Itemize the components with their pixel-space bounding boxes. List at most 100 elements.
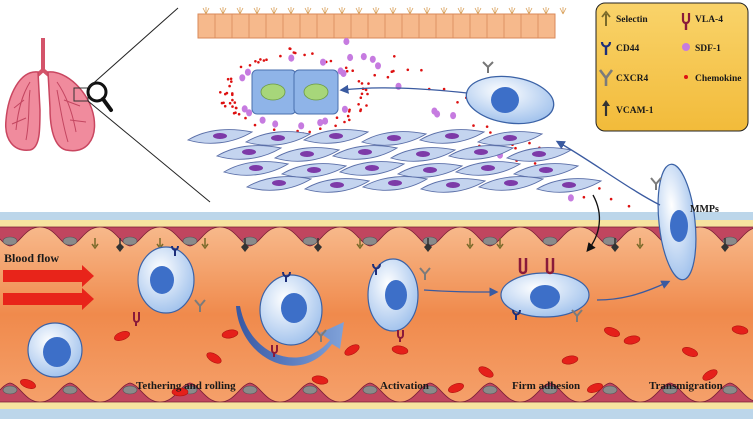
fibroblast-nucleus [365,165,379,171]
epithelial-band [197,13,556,39]
legend-label-chemokine: Chemokine [695,74,741,84]
chemokine-dot [367,82,370,85]
cilia [287,7,295,15]
endothelial-nucleus [2,236,18,246]
chemokine-dot [231,98,234,102]
cilia [372,7,380,15]
chemokine-dot [442,87,446,91]
chemokine-dot [228,101,232,105]
chemokine-dot [485,125,489,128]
sdf1-dot [322,117,329,125]
cilia [236,7,244,15]
vcam1-icon [241,243,249,252]
chemokine-dot [393,55,396,58]
selectin-icon [601,10,611,26]
chemokine-dot [259,58,262,61]
fibroblast-layer [186,129,603,193]
endothelial-nucleus [542,385,558,395]
cilia [508,7,516,15]
endothelial-nucleus [722,236,738,246]
fibroblast-nucleus [329,133,343,139]
endothelial-nucleus [62,385,78,395]
cilia [559,7,567,15]
endothelial-nucleus [482,236,498,246]
selectin-icon [201,238,209,250]
cilia [440,7,448,15]
cilia [406,7,414,15]
sdf1-dot [360,53,367,61]
red-blood-cell [206,352,222,364]
rolling-stem-cell [236,271,344,366]
red-blood-cell [448,383,464,393]
chemokine-dot [357,80,361,83]
chemokine-dot [348,108,351,112]
fibroblast-nucleus [446,182,460,188]
fibroblast-nucleus [503,135,517,141]
endothelial-cell [519,226,581,247]
chemokine-dot [489,131,492,134]
chemokine-dot [231,105,234,108]
chemokine-dot [528,141,531,145]
mmps-label: MMPs [690,204,719,215]
vcam1-icon [116,243,124,252]
red-blood-cell [702,369,718,381]
cilia [219,7,227,15]
chemokine-dot [533,162,537,165]
vcam1-icon [602,100,610,116]
vcam1-icon [314,243,322,252]
red-blood-cell [587,383,603,393]
tethering-label: Tethering and rolling [136,380,236,392]
fibroblast-nucleus [481,165,495,171]
chemokine-dot [231,93,234,97]
chemokine-dot [359,108,363,111]
fibroblast-nucleus [474,149,488,155]
endothelial-nucleus [422,236,438,246]
chemokine-dot [344,66,348,70]
sdf1-icon [682,43,690,51]
legend-box: Selectin VLA-4 CD44 SDF-1 CXCR4 Chemokin… [595,2,749,132]
lung-icon [5,38,96,152]
sdf1-dot [298,122,305,130]
fibroblast-nucleus [330,182,344,188]
zoom-line-bottom [87,100,211,203]
red-blood-cell [221,329,239,339]
vcam1-icon [611,243,619,252]
endothelial-cell [99,226,161,247]
chemokine-dot [294,51,297,55]
chemokine-dot [351,69,355,72]
endothelial-nucleus [302,385,318,395]
chemokine-dot [598,187,601,190]
chemokine-dot [373,73,377,77]
fibroblast-nucleus [300,151,314,157]
transmigrating-stem-cell [650,163,697,281]
progress-arrow-1 [423,287,499,297]
firmly-adhered-stem-cell [500,258,590,322]
fibroblast-nucleus [272,180,286,186]
sdf1-dot [450,112,457,120]
sdf1-dot [244,68,251,76]
endothelial-cell [219,226,281,247]
legend-label-vla4: VLA-4 [695,15,723,25]
fibroblast-nucleus [249,165,263,171]
circulating-stem-cell [27,322,83,378]
cd44-icon [600,41,612,55]
legend-label-sdf1: SDF-1 [695,44,721,54]
chemokine-dot [472,124,475,127]
tissue-cell-cluster [251,69,339,115]
selectin-icon [466,238,474,250]
chemokine-dot [289,47,292,51]
fibroblast-nucleus [539,167,553,173]
blood-flow-arrows [3,265,94,310]
chemokine-dot [343,120,346,124]
transmigration-label: Transmigration [649,380,723,392]
red-blood-cell [391,345,409,355]
progress-arrow-2 [596,280,671,301]
cilia [457,7,465,15]
chemokine-dot [219,91,222,94]
red-blood-cell [682,347,698,357]
cilia [474,7,482,15]
endothelial-cell [579,226,641,247]
legend-label-selectin: Selectin [616,15,648,25]
chemokine-dot [225,91,229,95]
sdf1-dot [434,110,441,118]
